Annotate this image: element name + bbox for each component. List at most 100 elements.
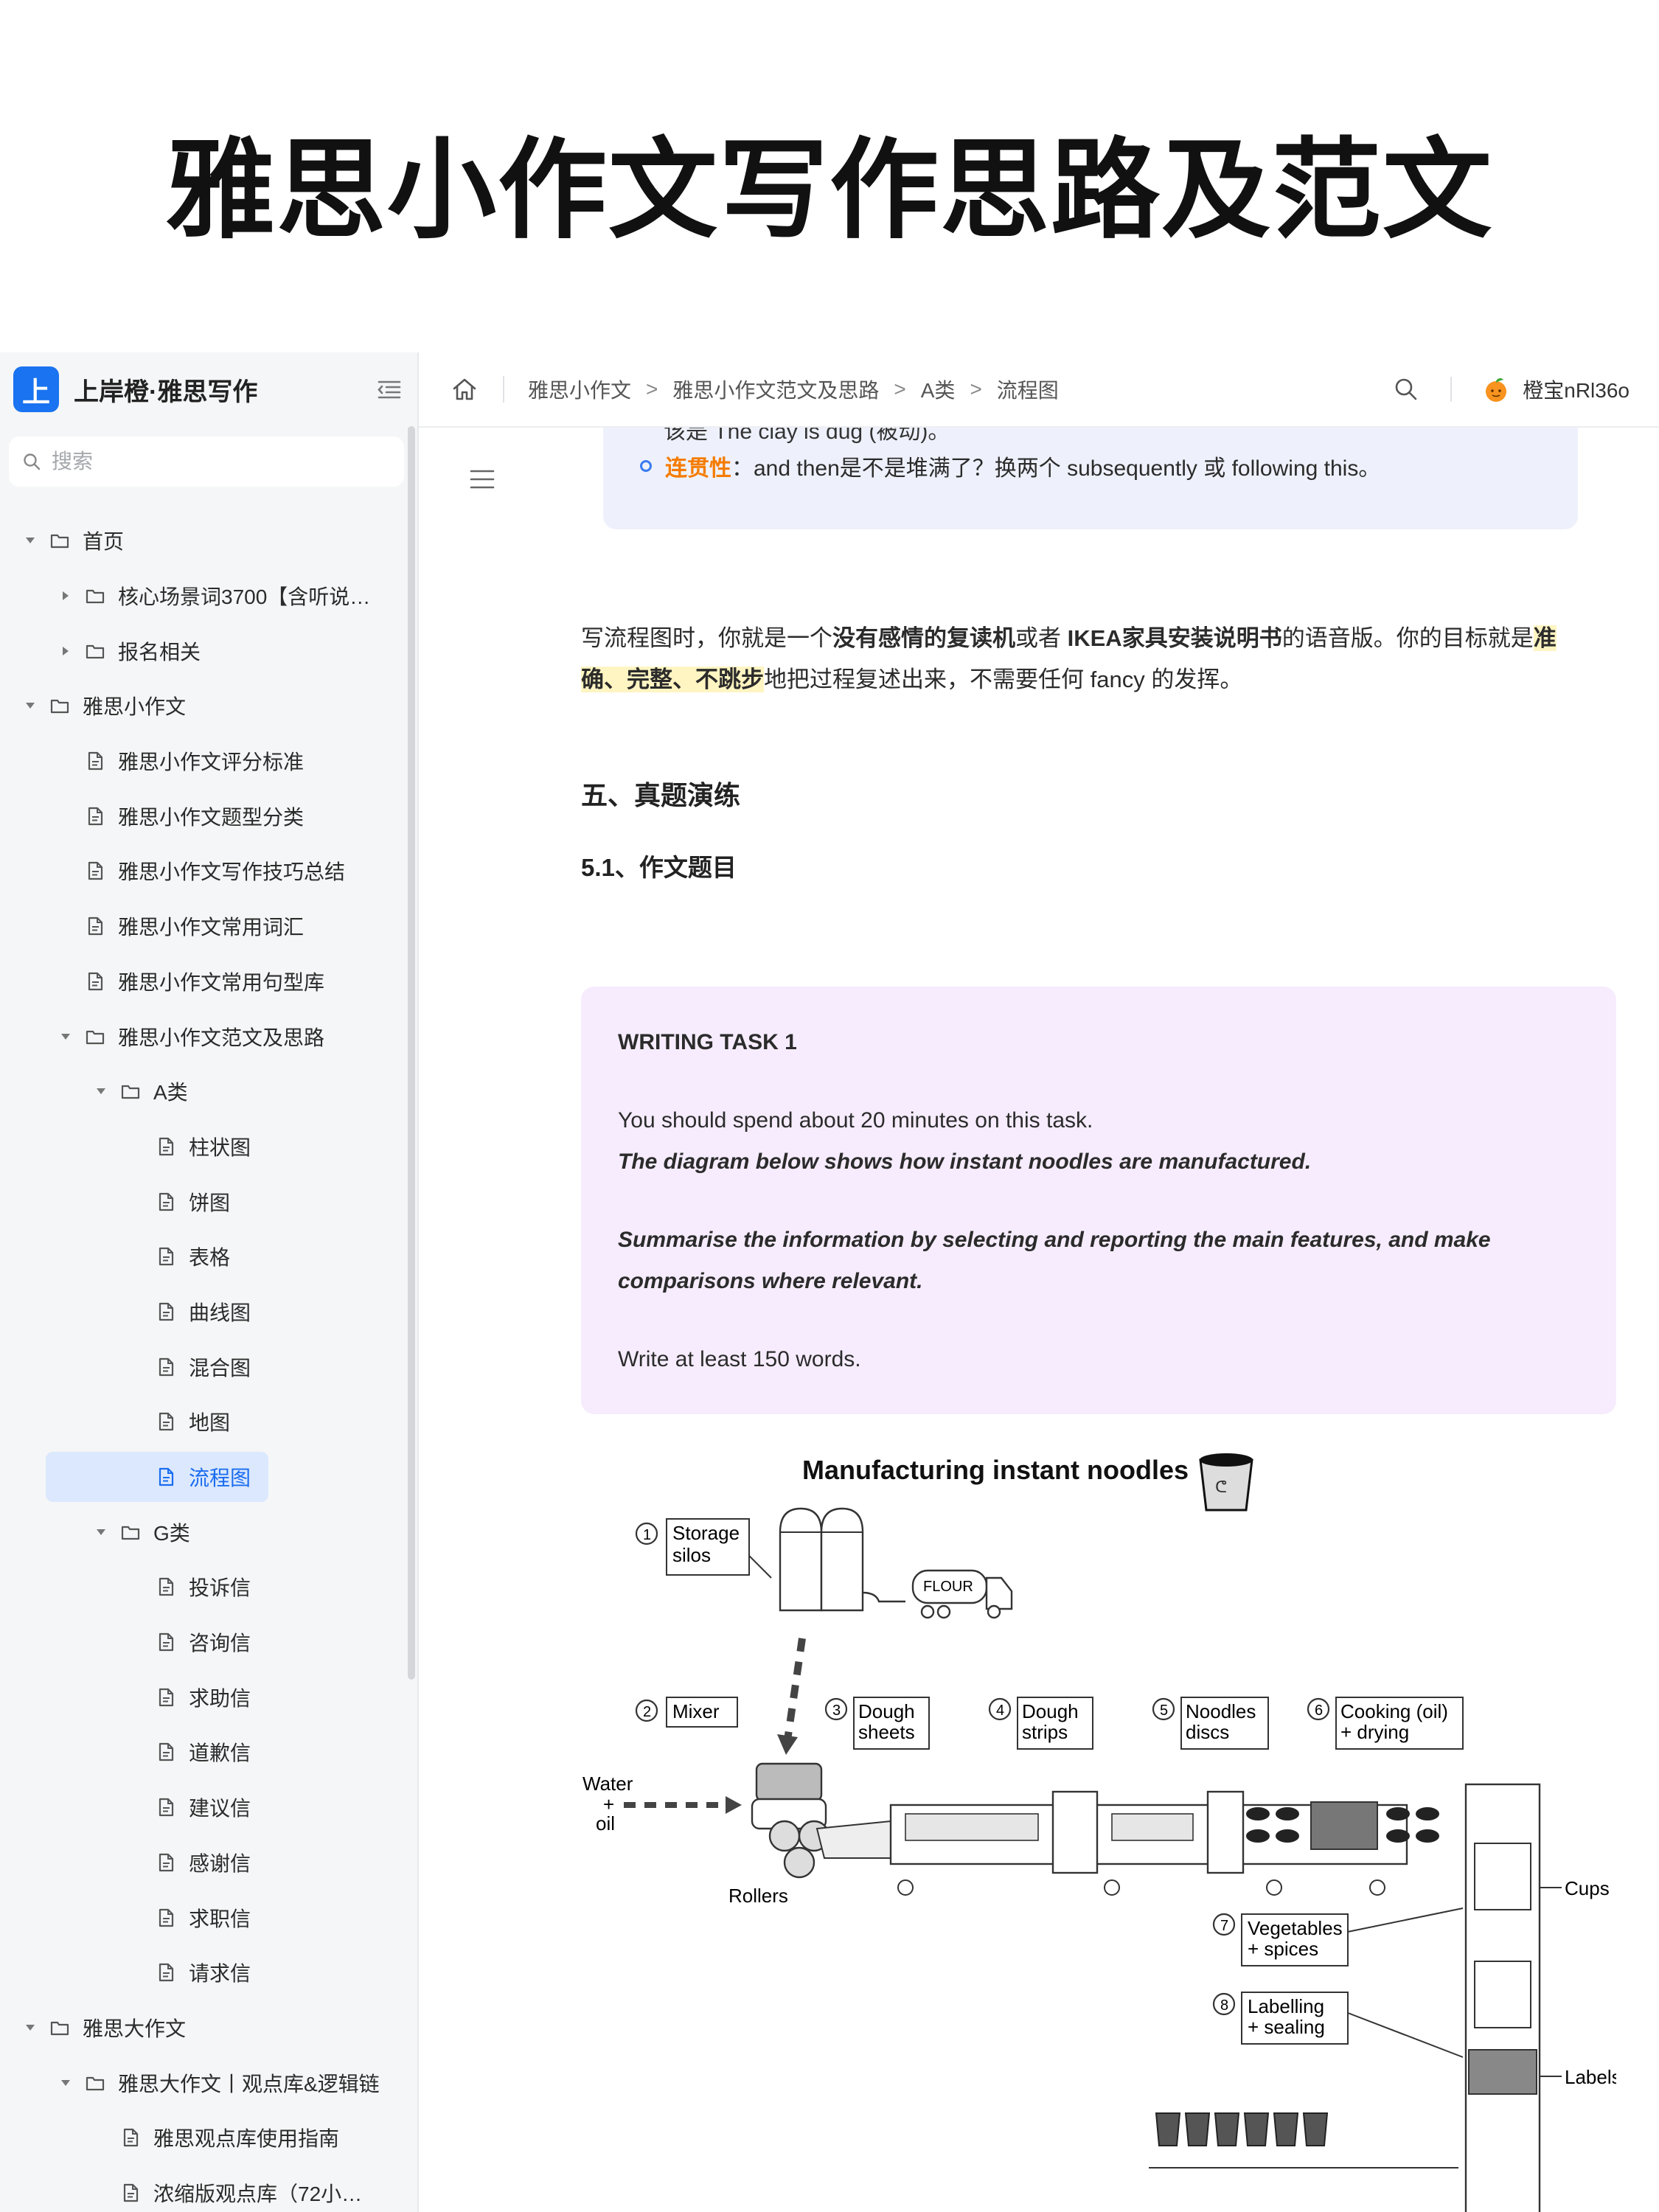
nav-item-body[interactable]: 混合图 — [128, 1342, 268, 1392]
nav-item-body[interactable]: 道歉信 — [128, 1727, 268, 1777]
caret-right-icon[interactable] — [58, 588, 74, 604]
nav-item-body[interactable]: 地图 — [128, 1397, 248, 1447]
nav-item-body[interactable]: A类 — [93, 1066, 206, 1116]
nav-item-body[interactable]: 求助信 — [128, 1672, 268, 1722]
search-box[interactable] — [9, 437, 404, 487]
spacer — [128, 1910, 145, 1926]
nav-doc[interactable]: 雅思小作文评分标准 — [0, 734, 413, 789]
nav-doc[interactable]: 浓缩版观点库（72小… — [0, 2166, 413, 2212]
nav-doc[interactable]: 地图 — [0, 1394, 413, 1450]
nav-item-body[interactable]: 雅思小作文 — [22, 681, 204, 731]
home-icon[interactable] — [450, 375, 479, 404]
document-icon — [155, 1466, 177, 1488]
caret-down-icon[interactable] — [58, 1029, 74, 1045]
search-icon[interactable] — [1391, 375, 1421, 404]
nav-folder[interactable]: 核心场景词3700【含听说… — [0, 568, 413, 624]
breadcrumb-item[interactable]: A类 — [920, 379, 956, 402]
breadcrumb-item[interactable]: 雅思小作文 — [528, 379, 632, 402]
caret-right-icon[interactable] — [58, 643, 74, 659]
nav-item-body[interactable]: 曲线图 — [128, 1287, 268, 1337]
nav-item-body[interactable]: 投诉信 — [128, 1562, 268, 1612]
nav-doc[interactable]: 曲线图 — [0, 1284, 413, 1340]
nav-item-label: 雅思小作文常用词汇 — [118, 916, 305, 939]
nav-doc[interactable]: 感谢信 — [0, 1835, 413, 1891]
nav-folder[interactable]: 雅思小作文范文及思路 — [0, 1009, 413, 1064]
nav-item-body[interactable]: 求职信 — [128, 1893, 268, 1943]
step-label: Labelling — [1248, 1995, 1324, 2017]
brand-name[interactable]: 上岸橙·雅思写作 — [74, 378, 258, 406]
breadcrumb-item-current[interactable]: 流程图 — [996, 379, 1059, 402]
nav-item-label: 道歉信 — [189, 1742, 251, 1765]
nav-item-body[interactable]: G类 — [93, 1507, 208, 1557]
nav-item-body[interactable]: 雅思小作文范文及思路 — [58, 1012, 342, 1062]
nav-item-body[interactable]: 雅思小作文题型分类 — [58, 791, 321, 841]
callout-box: 该是 The clay is dug (被动)。 连贯性 ：and then是不… — [603, 428, 1578, 529]
nav-item-body[interactable]: 浓缩版观点库（72小… — [93, 2168, 380, 2212]
user-name[interactable]: 橙宝nRl36o — [1523, 379, 1630, 402]
nav-folder[interactable]: 雅思小作文 — [0, 678, 413, 734]
spacer — [58, 808, 74, 824]
nav-item-body[interactable]: 报名相关 — [58, 626, 218, 676]
nav-item-label: 咨询信 — [189, 1632, 251, 1655]
nav-doc[interactable]: 柱状图 — [0, 1119, 413, 1175]
nav-item-body[interactable]: 核心场景词3700【含听说… — [58, 571, 388, 621]
nav-doc[interactable]: 求职信 — [0, 1890, 413, 1945]
nav-doc[interactable]: 求助信 — [0, 1669, 413, 1725]
nav-item-body[interactable]: 请求信 — [128, 1947, 268, 1997]
nav-item-body[interactable]: 雅思小作文常用句型库 — [58, 956, 342, 1006]
search-input[interactable] — [50, 449, 333, 474]
nav-item-body[interactable]: 首页 — [22, 515, 142, 566]
nav-folder[interactable]: 报名相关 — [0, 623, 413, 678]
caret-down-icon[interactable] — [58, 2075, 74, 2091]
nav-item-body[interactable]: 流程图 — [46, 1452, 269, 1503]
nav-item-body[interactable]: 饼图 — [128, 1177, 248, 1227]
nav-item-body[interactable]: 雅思小作文常用词汇 — [58, 901, 321, 951]
brand-logo[interactable]: 上 — [13, 366, 59, 412]
caret-down-icon[interactable] — [93, 1524, 109, 1540]
nav-doc[interactable]: 雅思观点库使用指南 — [0, 2110, 413, 2166]
nav-item-body[interactable]: 建议信 — [128, 1782, 268, 1832]
nav-item-body[interactable]: 雅思小作文写作技巧总结 — [58, 846, 363, 896]
nav-doc[interactable]: 雅思小作文常用句型库 — [0, 954, 413, 1009]
spacer — [58, 753, 74, 769]
labels-label: Labels — [1565, 2066, 1616, 2088]
caret-down-icon[interactable] — [22, 698, 38, 714]
nav-folder[interactable]: 雅思大作文丨观点库&逻辑链 — [0, 2055, 413, 2110]
nav-folder[interactable]: G类 — [0, 1504, 413, 1559]
nav-folder[interactable]: 雅思大作文 — [0, 2000, 413, 2056]
nav-item-body[interactable]: 雅思大作文 — [22, 2003, 204, 2053]
step-number: 7 — [1220, 1918, 1228, 1934]
nav-item-body[interactable]: 柱状图 — [128, 1121, 268, 1172]
nav-item-body[interactable]: 雅思小作文评分标准 — [58, 736, 321, 786]
step-8-labelling-sealing: 8 Labelling + sealing — [1212, 1992, 1464, 2058]
nav-item-body[interactable]: 感谢信 — [128, 1837, 268, 1888]
orange-avatar-icon[interactable] — [1481, 375, 1511, 404]
sidebar-scrollbar[interactable] — [408, 426, 415, 1680]
caret-down-icon[interactable] — [93, 1083, 109, 1099]
nav-doc[interactable]: 表格 — [0, 1229, 413, 1284]
nav-doc[interactable]: 流程图 — [0, 1450, 413, 1505]
nav-doc[interactable]: 投诉信 — [0, 1559, 413, 1615]
collapse-sidebar-icon[interactable] — [375, 375, 404, 404]
nav-doc[interactable]: 雅思小作文常用词汇 — [0, 899, 413, 954]
nav-doc[interactable]: 雅思小作文写作技巧总结 — [0, 844, 413, 899]
nav-doc[interactable]: 饼图 — [0, 1174, 413, 1229]
nav-folder[interactable]: 首页 — [0, 513, 413, 568]
nav-item-body[interactable]: 雅思大作文丨观点库&逻辑链 — [58, 2058, 397, 2108]
nav-item-label: 雅思小作文常用句型库 — [118, 970, 325, 994]
nav-doc[interactable]: 道歉信 — [0, 1725, 413, 1780]
nav-item-body[interactable]: 表格 — [128, 1231, 248, 1281]
folder-icon — [119, 1521, 142, 1543]
breadcrumb-item[interactable]: 雅思小作文范文及思路 — [672, 379, 880, 402]
nav-item-body[interactable]: 雅思观点库使用指南 — [93, 2112, 357, 2163]
toc-menu-icon[interactable] — [467, 465, 497, 494]
nav-folder[interactable]: A类 — [0, 1064, 413, 1119]
nav-doc[interactable]: 请求信 — [0, 1945, 413, 2000]
nav-doc[interactable]: 咨询信 — [0, 1615, 413, 1670]
nav-doc[interactable]: 雅思小作文题型分类 — [0, 788, 413, 844]
nav-doc[interactable]: 混合图 — [0, 1339, 413, 1394]
caret-down-icon[interactable] — [22, 532, 38, 549]
nav-item-body[interactable]: 咨询信 — [128, 1617, 268, 1667]
nav-doc[interactable]: 建议信 — [0, 1780, 413, 1835]
caret-down-icon[interactable] — [22, 2020, 38, 2036]
